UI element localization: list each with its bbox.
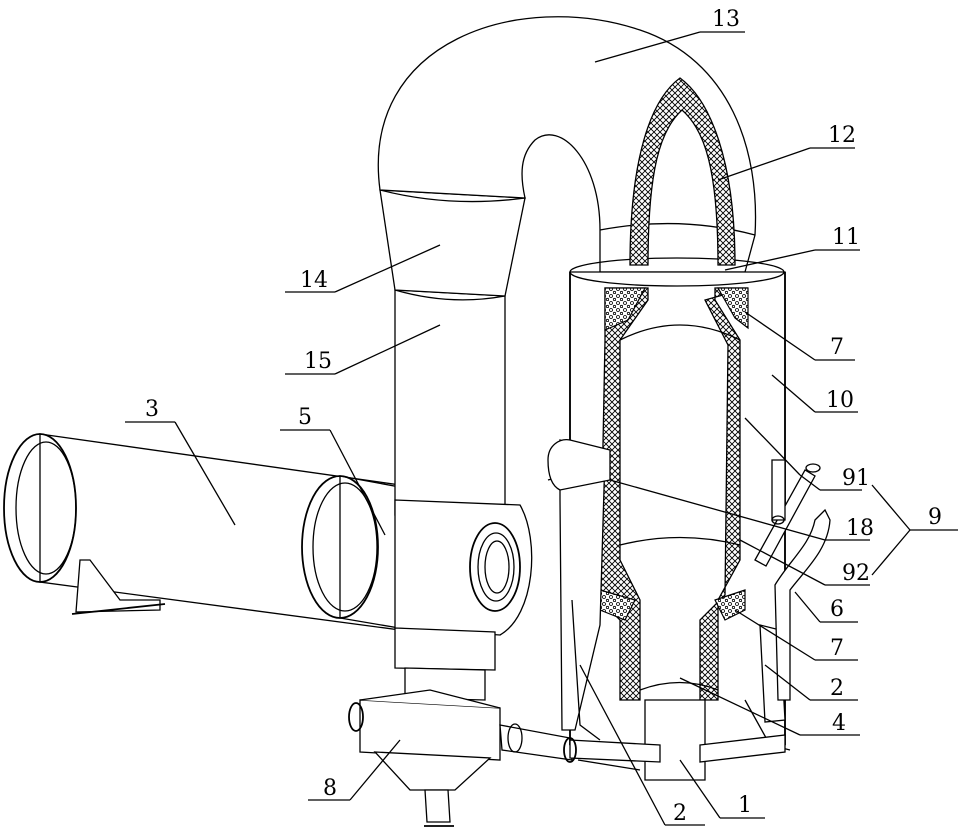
label-2-bottom: 2 bbox=[673, 801, 687, 826]
label-5: 5 bbox=[298, 405, 312, 430]
leader-lines bbox=[125, 31, 958, 826]
label-14: 14 bbox=[300, 268, 328, 293]
bend-13 bbox=[377, 16, 757, 273]
label-13: 13 bbox=[712, 7, 740, 32]
separator-8 bbox=[348, 627, 573, 827]
label-10: 10 bbox=[826, 388, 854, 413]
label-8: 8 bbox=[323, 776, 337, 801]
elbow-outlet bbox=[394, 499, 533, 636]
label-7-lower: 7 bbox=[830, 636, 844, 661]
label-6: 6 bbox=[830, 597, 844, 622]
label-18: 18 bbox=[846, 516, 874, 541]
label-11: 11 bbox=[832, 225, 860, 250]
label-91: 91 bbox=[842, 466, 870, 491]
duct-15 bbox=[379, 189, 526, 521]
label-7-upper: 7 bbox=[830, 335, 844, 360]
inner-chamber bbox=[599, 77, 749, 701]
label-2-right: 2 bbox=[830, 676, 844, 701]
label-15: 15 bbox=[304, 349, 332, 374]
label-12: 12 bbox=[828, 123, 856, 148]
part-labels: 13 12 11 7 10 14 15 3 5 91 9 18 92 6 7 2… bbox=[145, 7, 942, 826]
label-1: 1 bbox=[738, 793, 752, 818]
label-3: 3 bbox=[145, 397, 159, 422]
pipe-6 bbox=[754, 459, 831, 701]
label-4: 4 bbox=[832, 711, 846, 736]
label-9: 9 bbox=[928, 505, 942, 530]
label-92: 92 bbox=[842, 561, 870, 586]
base-1 bbox=[563, 699, 786, 781]
